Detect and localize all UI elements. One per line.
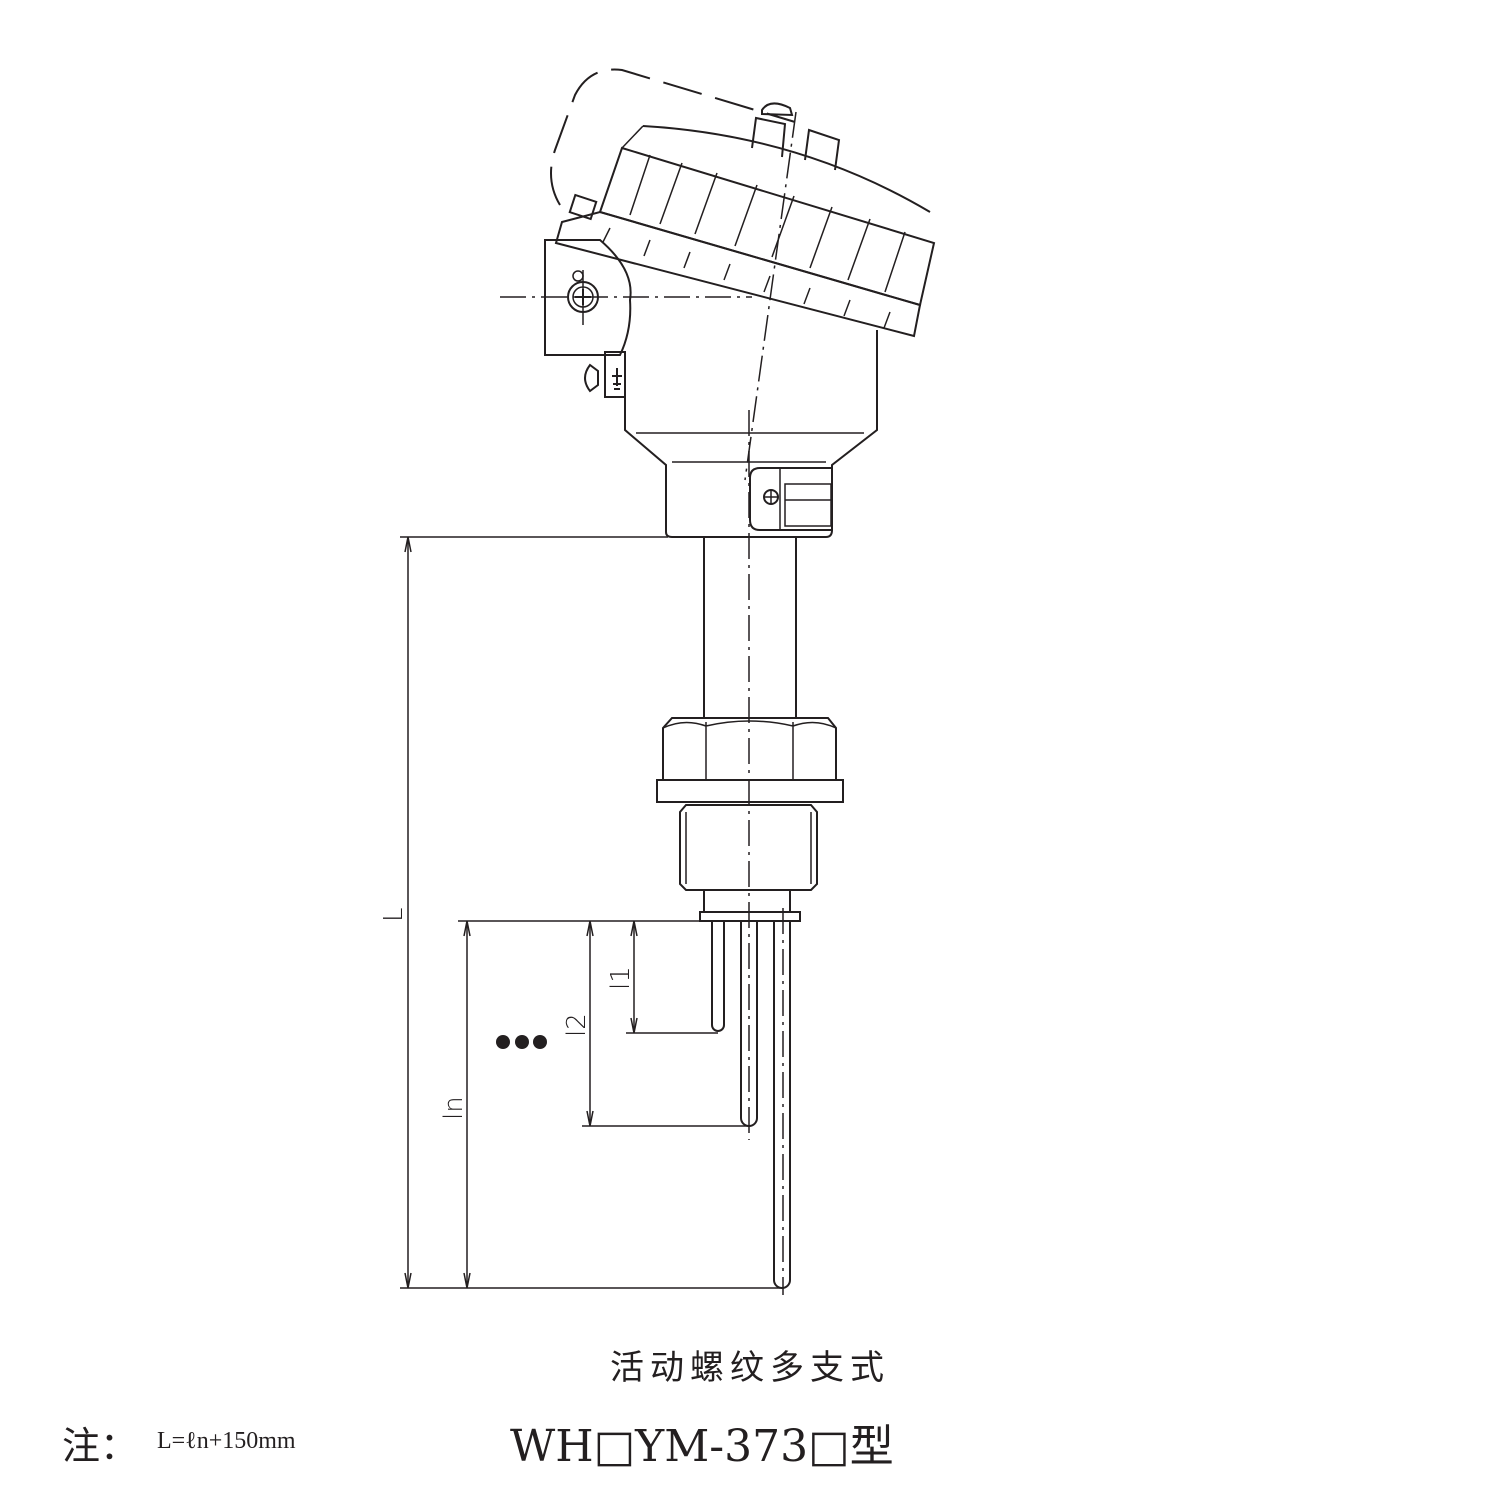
drawing-title: 活动螺纹多支式 [610, 1348, 890, 1388]
dim-label-L: L [379, 908, 409, 923]
probe-tube-1 [711, 921, 725, 1032]
junction-box-lid [554, 102, 936, 481]
cable-gland-tab [749, 467, 833, 531]
ground-screw-icon [584, 351, 626, 398]
dim-label-l1: l1 [606, 966, 636, 990]
hex-nut [656, 717, 844, 922]
note-formula: L=ℓn+150mm [157, 1428, 296, 1454]
open-lid-outline [550, 68, 796, 206]
note-label: 注： [62, 1424, 139, 1468]
dim-label-ln: ln [439, 1096, 469, 1120]
model-number: WH□YM-373□型 [510, 1421, 894, 1472]
wing-screw-icon [761, 102, 794, 117]
stem [703, 537, 797, 718]
dimension-lines [400, 536, 780, 1289]
mount-bracket [544, 239, 632, 356]
probe-tube-3 [773, 921, 791, 1289]
dim-label-l2: l2 [562, 1013, 592, 1037]
ellipsis-dots [496, 1035, 547, 1049]
